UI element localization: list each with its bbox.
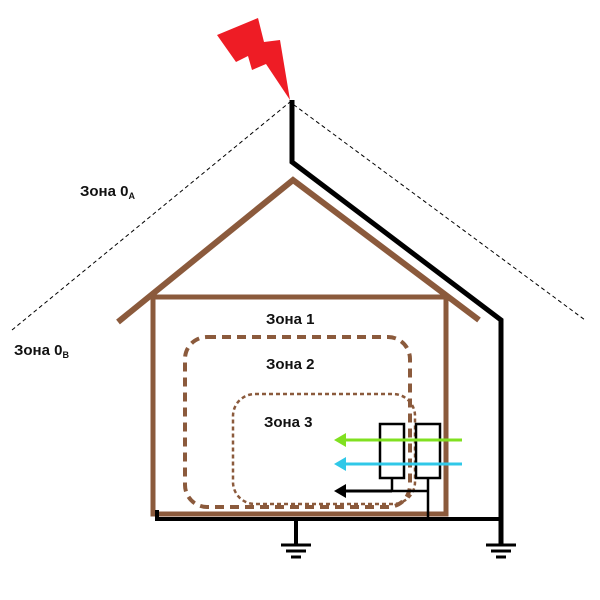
zone-3-label: Зона 3	[264, 414, 313, 431]
black-line-arrow	[334, 484, 392, 498]
house-walls	[150, 297, 449, 517]
green-line-arrow	[334, 433, 462, 447]
ground-icon	[281, 543, 311, 559]
lightning-icon	[217, 18, 290, 100]
surge-protection-devices	[378, 422, 442, 519]
house-roof	[116, 176, 481, 325]
down-conductor	[289, 100, 504, 545]
zone-2-label: Зона 2	[266, 356, 315, 373]
cyan-line-arrow	[334, 457, 462, 471]
ground-icon	[486, 543, 516, 559]
zone-2-boundary	[183, 335, 412, 509]
zone-0b-label: Зона 0B	[14, 342, 69, 360]
zone-0a-label: Зона 0A	[80, 183, 135, 201]
zone-1-label: Зона 1	[266, 311, 315, 328]
